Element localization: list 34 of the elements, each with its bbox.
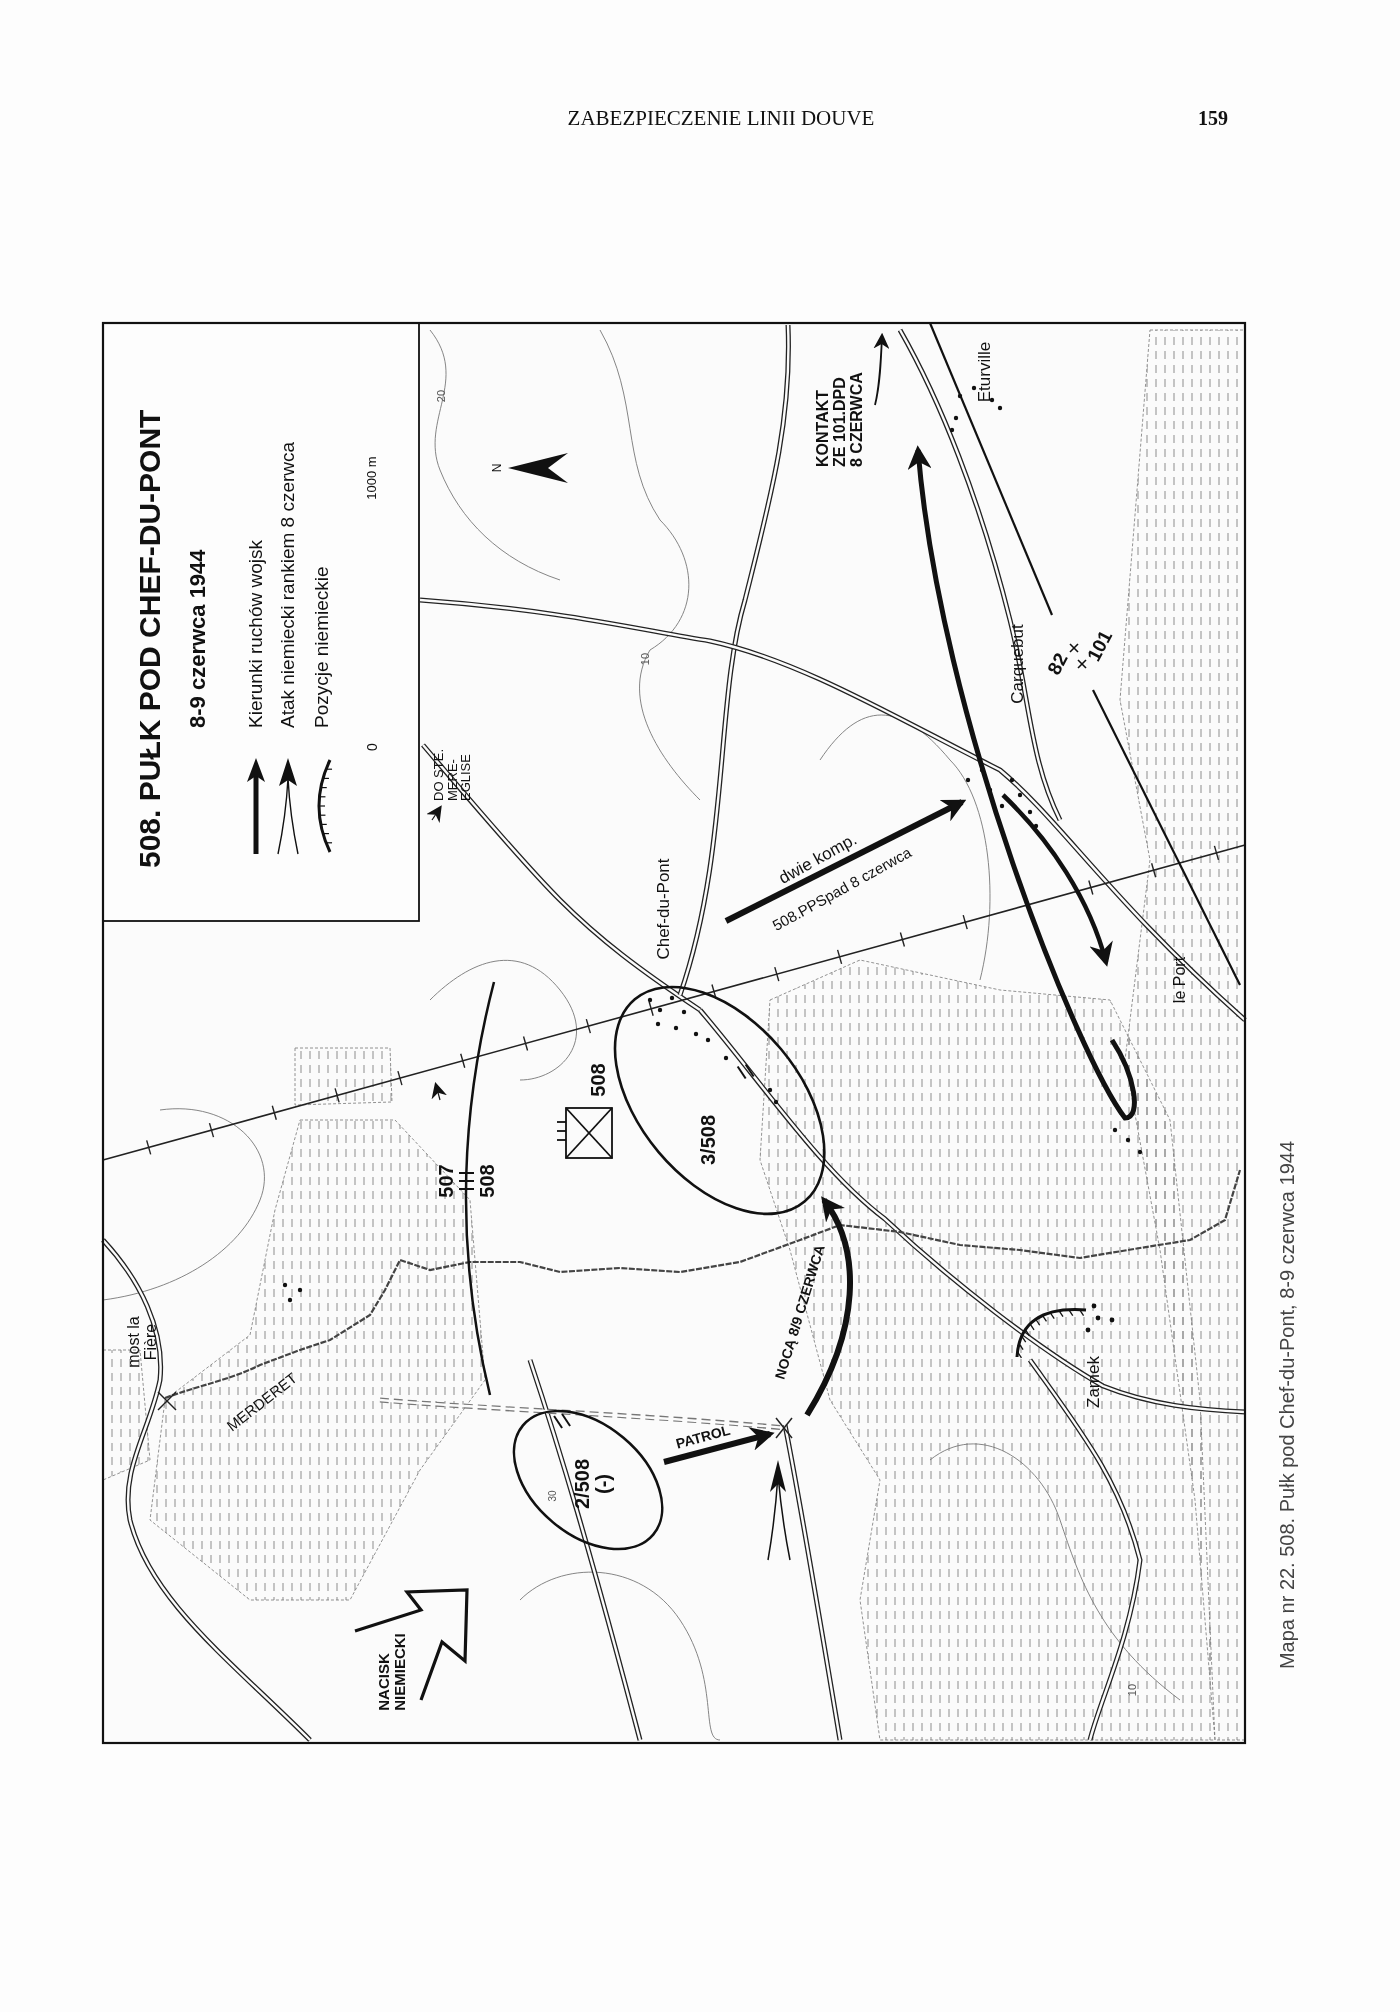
contour-number: 30 bbox=[547, 1490, 559, 1502]
map-subtitle: 8-9 czerwca 1944 bbox=[186, 549, 210, 728]
place-name: Eturville bbox=[976, 341, 994, 403]
unit-number: 82 bbox=[1044, 650, 1072, 678]
pressure-label: NACISK NIEMIECKI bbox=[376, 1633, 408, 1711]
direction-note: DO STE. MERE-EGLISE bbox=[431, 748, 473, 801]
movement-label: PATROL bbox=[674, 1422, 732, 1452]
contour-number: 10 bbox=[640, 652, 652, 666]
contour-number: 10 bbox=[1127, 1683, 1139, 1697]
north-label: N bbox=[490, 463, 504, 473]
scale-label: 0 bbox=[364, 743, 380, 751]
place-name: Carquebut bbox=[1009, 624, 1027, 704]
place-name: le Port bbox=[1171, 956, 1189, 1004]
legend-text: Kierunki ruchów wojsk bbox=[246, 540, 266, 728]
contour-number: 20 bbox=[436, 389, 448, 403]
unit-label: 2/508 (-) bbox=[572, 1458, 614, 1509]
unit-number: 101 bbox=[1083, 627, 1117, 665]
place-name: most la Fière bbox=[126, 1315, 160, 1370]
unit-number: 508 bbox=[476, 1164, 498, 1198]
running-header: ZABEZPIECZENIE LINII DOUVE bbox=[567, 107, 875, 129]
map-title: 508. PUŁK POD CHEF-DU-PONT bbox=[134, 409, 166, 868]
page-number: 159 bbox=[1198, 107, 1228, 129]
unit-position-oval bbox=[612, 983, 828, 1217]
figure-caption: Mapa nr 22. 508. Pułk pod Chef-du-Pont, 8-9 czerwca 1944 bbox=[1276, 1140, 1298, 1670]
unit-label: 3/508 bbox=[697, 1114, 719, 1165]
unit-position-oval bbox=[510, 1408, 666, 1552]
legend-text: Pozycje niemieckie bbox=[312, 566, 332, 728]
place-name: Chef-du-Pont bbox=[655, 858, 673, 960]
scale-label: 1000 m bbox=[365, 456, 379, 500]
place-name: Zamek bbox=[1085, 1356, 1103, 1408]
contact-note: KONTAKT ZE 101.DPD 8 CZERWCA bbox=[814, 371, 866, 467]
unit-number: 507 bbox=[435, 1164, 457, 1198]
unit-number: 508 bbox=[587, 1063, 609, 1097]
legend-text: Atak niemiecki rankiem 8 czerwca bbox=[278, 441, 298, 728]
